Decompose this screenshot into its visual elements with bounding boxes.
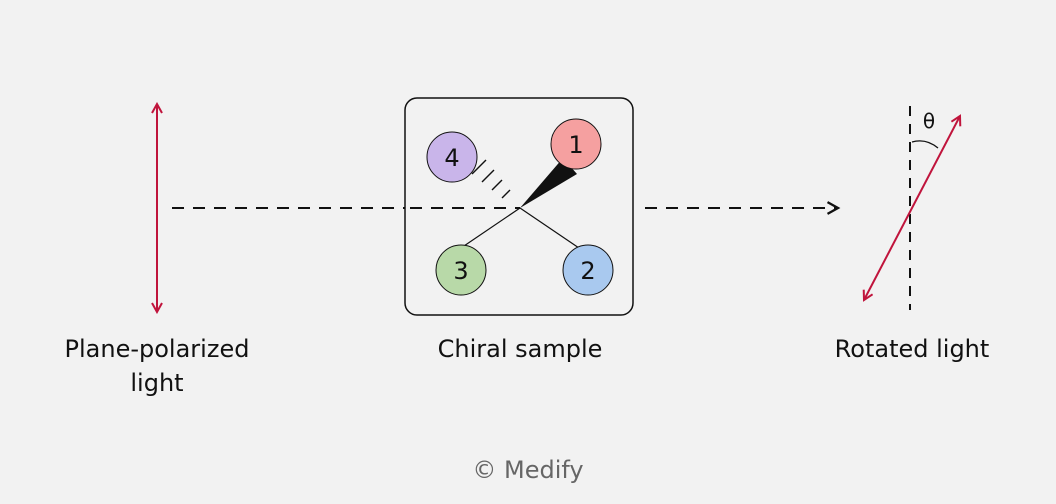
atom-4: 4 <box>426 131 478 183</box>
svg-text:2: 2 <box>580 257 595 285</box>
svg-text:3: 3 <box>453 257 468 285</box>
svg-text:4: 4 <box>444 144 459 172</box>
svg-text:1: 1 <box>568 131 583 159</box>
rotation-angle-arc <box>911 140 939 149</box>
label-chiral-sample: Chiral sample <box>437 335 603 363</box>
sample-box <box>404 97 634 316</box>
bond-to-3 <box>460 207 521 249</box>
atom-3: 3 <box>435 244 487 296</box>
atom-1: 1 <box>550 118 602 170</box>
wedge-bond-to-1 <box>520 158 577 208</box>
label-rotated-light: Rotated light <box>834 335 990 363</box>
hashed-bond-to-4 <box>471 159 511 199</box>
angle-symbol: θ <box>923 109 935 133</box>
copyright-footer: © Medify <box>472 456 584 484</box>
atom-2: 2 <box>562 244 614 296</box>
label-plane-polarized-light: Plane-polarized light <box>64 335 250 397</box>
rotated-polarization-arrow <box>864 116 960 300</box>
bond-to-2 <box>519 207 580 249</box>
